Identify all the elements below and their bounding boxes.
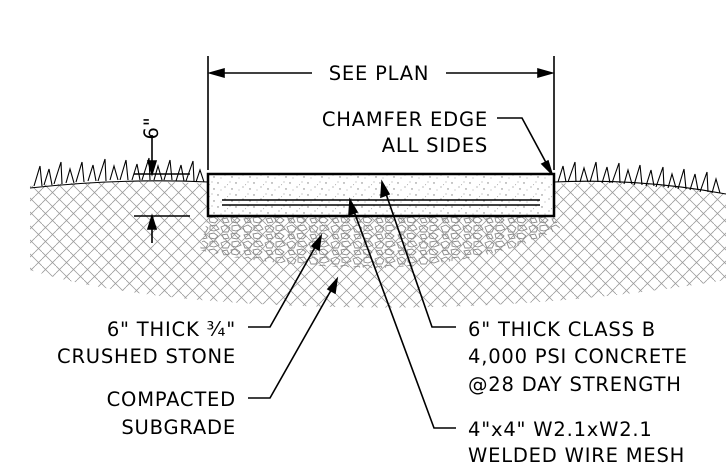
chamfer-line-2: ALL SIDES [382, 134, 488, 157]
see-plan-label: SEE PLAN [329, 62, 430, 85]
see-plan-dimension [207, 56, 555, 170]
subgrade-leader [248, 276, 339, 399]
subgrade-line-1: COMPACTED [107, 388, 236, 411]
thickness-label: 6" [140, 117, 163, 140]
concrete-line-2: 4,000 PSI CONCRETE [468, 345, 688, 368]
grass-left-icon [29, 157, 209, 189]
chamfer-leader [497, 117, 553, 175]
crushed-stone-layer [200, 217, 560, 268]
stone-line-1: 6" THICK ¾" [107, 318, 236, 341]
chamfer-line-1: CHAMFER EDGE [322, 108, 488, 131]
subgrade-line-2: SUBGRADE [121, 416, 236, 439]
concrete-leader [380, 179, 456, 328]
concrete-line-1: 6" THICK CLASS B [468, 318, 656, 341]
mesh-line-2: WELDED WIRE MESH [468, 444, 685, 464]
concrete-line-3: @28 DAY STRENGTH [468, 373, 682, 396]
stone-leader [248, 233, 323, 328]
mesh-leader [348, 197, 456, 429]
grass-right-icon [553, 161, 726, 195]
thickness-dimension [134, 135, 190, 243]
mesh-line-1: 4"x4" W2.1xW2.1 [468, 418, 653, 441]
stone-line-2: CRUSHED STONE [57, 345, 236, 368]
